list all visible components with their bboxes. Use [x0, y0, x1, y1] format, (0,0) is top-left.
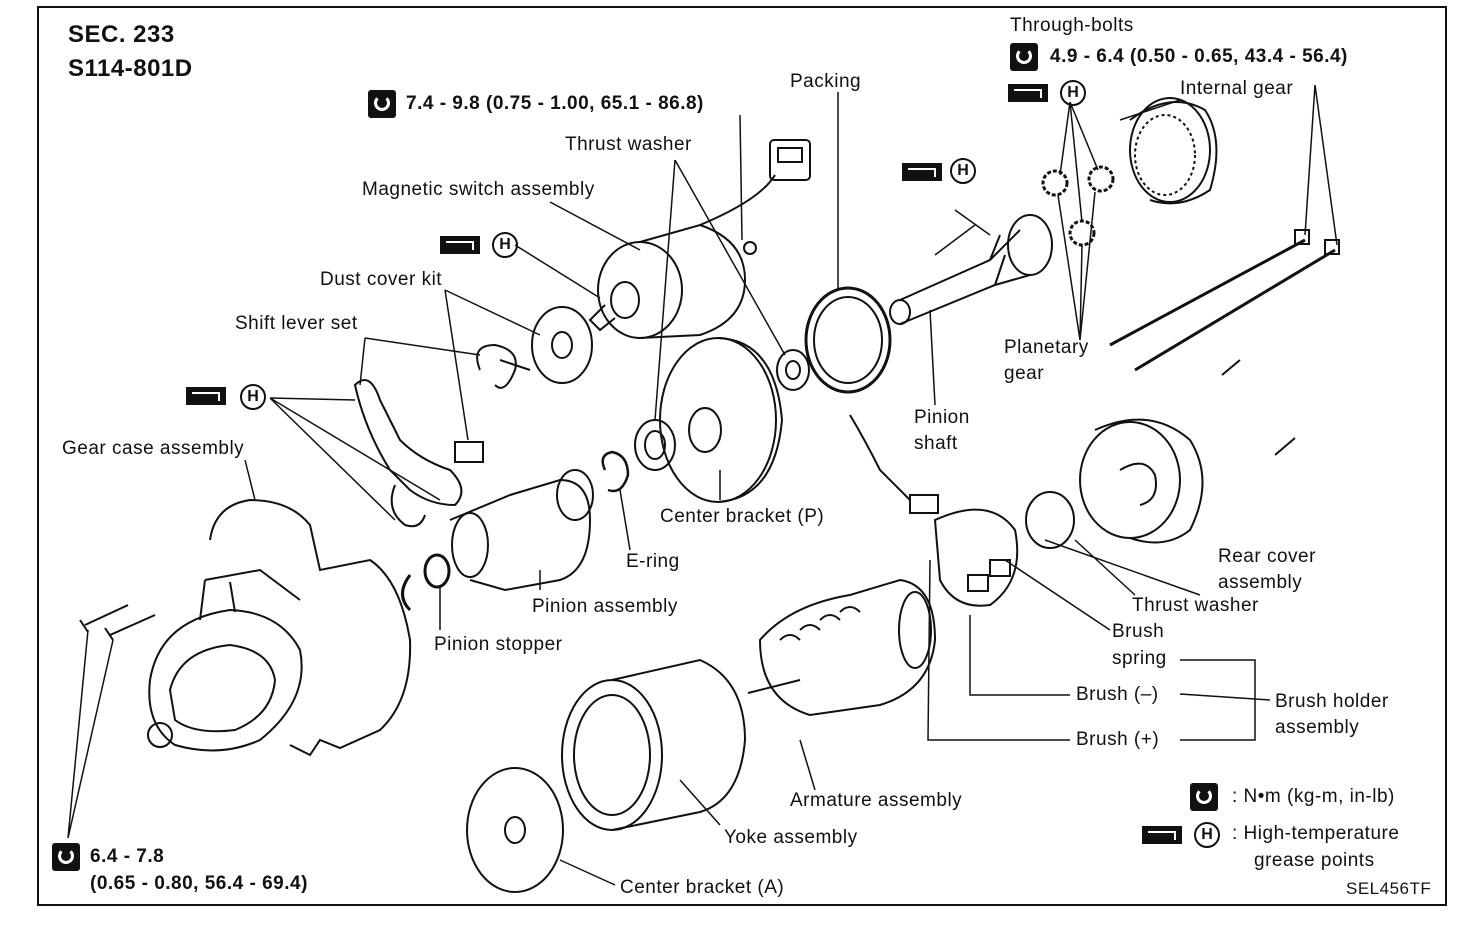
label-brush-plus: Brush (+) [1076, 729, 1160, 750]
grease-icon [440, 236, 480, 254]
gear-case-bolt-2 [104, 614, 156, 641]
through-bolt-1 [1109, 238, 1306, 347]
shift-lever-drawing [353, 379, 463, 507]
brush-holder-drawing [849, 414, 1019, 607]
label-e-ring: E-ring [626, 551, 680, 572]
internal-gear-drawing [1129, 97, 1218, 205]
label-packing: Packing [790, 71, 862, 92]
center-bracket-a-drawing [466, 767, 564, 893]
label-planetary-gear-2: gear [1004, 363, 1045, 384]
label-brush-spring: Brush [1112, 621, 1165, 642]
grease-h-icon: H [950, 158, 976, 184]
label-center-bracket-p: Center bracket (P) [660, 506, 825, 527]
legend-grease-line2: grease points [1254, 850, 1375, 871]
label-dust-cover-kit: Dust cover kit [320, 269, 443, 290]
torque-wrench-icon [1190, 783, 1218, 811]
diagram-frame [37, 6, 1447, 906]
e-ring-drawing [601, 450, 630, 493]
torque-spec-through-bolts: 4.9 - 6.4 (0.50 - 0.65, 43.4 - 56.4) [1050, 46, 1348, 67]
label-brush-spring-2: spring [1112, 648, 1167, 669]
label-brush-holder: Brush holder [1275, 691, 1389, 712]
grease-icon [186, 387, 226, 405]
grease-h-icon: H [1194, 822, 1220, 848]
label-thrust-washer-front: Thrust washer [565, 134, 692, 155]
armature-drawing [747, 578, 937, 717]
label-rear-cover-2: assembly [1218, 572, 1303, 593]
legend-torque-unit: : N•m (kg-m, in-lb) [1232, 786, 1395, 807]
section-number: SEC. 233 [68, 21, 175, 48]
grease-h-icon: H [240, 384, 266, 410]
planetary-gear-1 [1041, 169, 1069, 197]
grease-icon [902, 163, 942, 181]
label-center-bracket-a: Center bracket (A) [620, 877, 785, 898]
label-pinion-stopper: Pinion stopper [434, 634, 563, 655]
label-rear-cover: Rear cover [1218, 546, 1316, 567]
label-yoke-assembly: Yoke assembly [724, 827, 858, 848]
thrust-washer-rear [1025, 491, 1075, 549]
legend-grease-line1: : High-temperature [1232, 823, 1400, 844]
torque-spec-gear-case-1: 6.4 - 7.8 [90, 846, 165, 867]
label-pinion-shaft-2: shaft [914, 433, 958, 454]
label-magnetic-switch: Magnetic switch assembly [362, 179, 595, 200]
grease-h-icon: H [1060, 80, 1086, 106]
grease-icon [1142, 826, 1182, 844]
label-brush-minus: Brush (–) [1076, 684, 1159, 705]
label-thrust-washer-rear: Thrust washer [1132, 595, 1259, 616]
planetary-gear-2 [1087, 165, 1115, 193]
magnetic-switch-drawing [588, 139, 811, 339]
through-bolt-2 [1134, 248, 1336, 372]
dust-cover-plate [531, 306, 593, 384]
gear-case-drawing [147, 498, 412, 757]
label-internal-gear: Internal gear [1180, 78, 1294, 99]
torque-wrench-icon [368, 90, 396, 118]
grease-h-icon: H [492, 232, 518, 258]
packing-drawing [804, 286, 892, 394]
label-shift-lever-set: Shift lever set [235, 313, 358, 334]
rear-cover-drawing [1079, 418, 1204, 544]
torque-wrench-icon [1010, 43, 1038, 71]
grease-icon [1008, 84, 1048, 102]
part-code: S114-801D [68, 55, 193, 82]
label-gear-case-assembly: Gear case assembly [62, 438, 245, 459]
label-pinion-shaft: Pinion [914, 407, 970, 428]
gear-case-bolt-1 [79, 604, 129, 633]
center-bracket-p-drawing [659, 337, 784, 503]
torque-wrench-icon [52, 843, 80, 871]
pinion-shaft-drawing [889, 214, 1053, 325]
pinion-assembly-drawing [449, 469, 594, 592]
figure-id: SEL456TF [1346, 879, 1432, 898]
torque-spec-gear-case-2: (0.65 - 0.80, 56.4 - 69.4) [90, 873, 308, 894]
label-planetary-gear: Planetary [1004, 337, 1089, 358]
torque-spec-magnetic-switch: 7.4 - 9.8 (0.75 - 1.00, 65.1 - 86.8) [406, 93, 704, 114]
label-brush-holder-2: assembly [1275, 717, 1360, 738]
label-through-bolts: Through-bolts [1010, 15, 1134, 36]
dust-cover-clip [476, 343, 531, 389]
yoke-drawing [561, 658, 747, 831]
label-armature-assembly: Armature assembly [790, 790, 963, 811]
label-pinion-assembly: Pinion assembly [532, 596, 678, 617]
